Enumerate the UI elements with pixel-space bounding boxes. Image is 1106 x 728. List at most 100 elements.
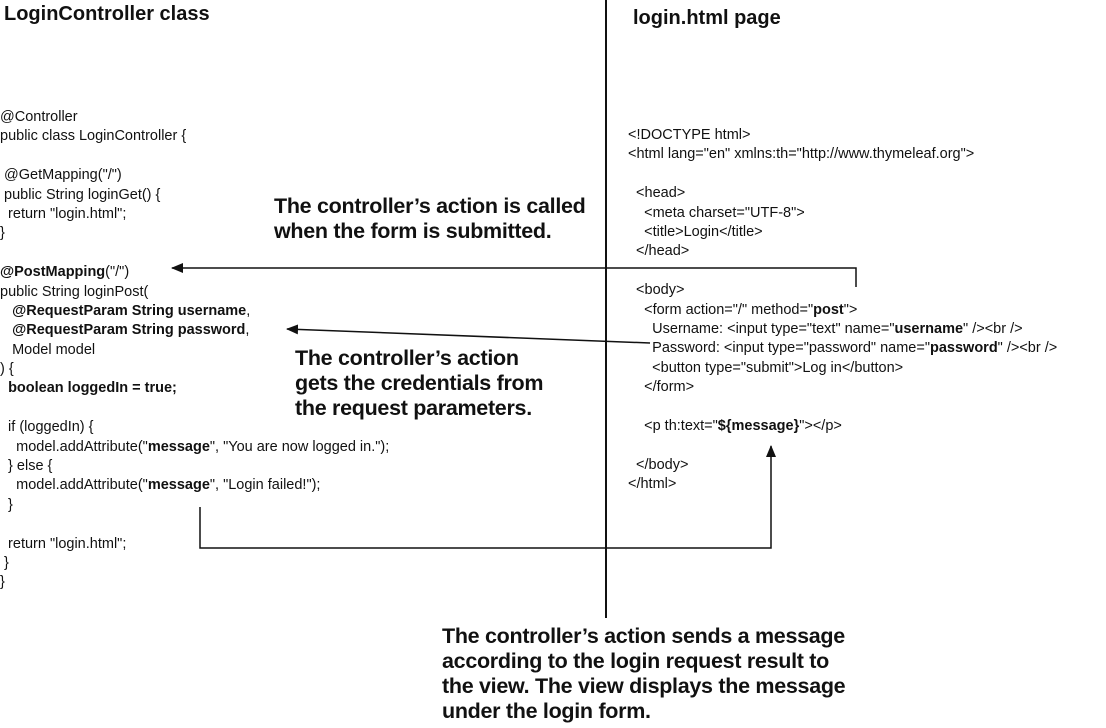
code-token: " /><br /> [997, 340, 1058, 357]
form-post-to-postmapping-arrow [171, 263, 857, 287]
callout-line: The controller’s action [295, 346, 519, 370]
code-token: <!DOCTYPE html> [628, 127, 751, 143]
code-line: } else { [0, 457, 389, 476]
code-token: <html lang="en" xmlns:th="http://www.thy… [628, 146, 975, 163]
code-token-bold: message [147, 438, 210, 455]
code-token: </head> [628, 243, 690, 260]
code-line: public class LoginController { [0, 127, 389, 146]
code-token: Password: <input type="password" name=" [628, 340, 930, 357]
code-line: public String loginGet() { [0, 186, 389, 205]
code-line: <meta charset="UTF-8"> [628, 204, 1057, 223]
code-token: Username: <input type="text" name=" [628, 320, 895, 337]
code-token: <title>Login</title> [628, 223, 763, 240]
code-token: Model model [0, 341, 96, 358]
callout-line: The controller’s action is called [274, 194, 586, 218]
code-token-bold: boolean loggedIn = true; [8, 380, 177, 397]
code-token: } [0, 496, 13, 513]
code-token: model.addAttribute(" [0, 477, 148, 494]
code-line: @RequestParam String password, [0, 321, 389, 340]
code-line: } [0, 554, 389, 573]
code-line: </body> [628, 456, 1057, 475]
code-line: <title>Login</title> [628, 223, 1057, 242]
code-token: " /><br /> [963, 320, 1023, 337]
code-line: <form action="/" method="post"> [628, 301, 1057, 320]
code-token: model.addAttribute(" [0, 438, 148, 455]
code-token: return "login.html"; [0, 535, 127, 552]
code-token: <body> [628, 282, 685, 299]
code-line: if (loggedIn) { [0, 418, 389, 437]
code-line: boolean loggedIn = true; [0, 379, 389, 398]
code-token-bold: @RequestParam String password [12, 322, 246, 339]
callout-line: gets the credentials from [295, 371, 544, 395]
code-line: } [0, 224, 389, 243]
code-token: } [0, 574, 5, 591]
message-attribute-to-template-arrow [199, 445, 776, 549]
code-token: <form action="/" method=" [628, 301, 814, 318]
code-token: ", "You are now logged in."); [209, 438, 390, 455]
code-token: } [0, 225, 5, 242]
code-line: @PostMapping("/") [0, 263, 389, 282]
code-token: ("/") [105, 264, 130, 281]
code-token: , [245, 322, 250, 339]
code-token-bold: @RequestParam String username [12, 302, 247, 319]
code-token-bold: post [813, 301, 844, 318]
code-line: public String loginPost( [0, 283, 389, 302]
password-input-to-requestparam-arrow [286, 324, 651, 344]
html-page-heading: login.html page [633, 7, 781, 29]
code-line: } [0, 496, 389, 515]
code-line: @Controller [0, 108, 389, 127]
code-line: model.addAttribute("message", "You are n… [0, 438, 389, 457]
code-token: <meta charset="UTF-8"> [628, 204, 805, 221]
code-token: return "login.html"; [0, 205, 127, 222]
callout-line: the view. The view displays the message [442, 674, 846, 698]
code-token: if (loggedIn) { [0, 419, 94, 436]
column-divider [605, 0, 607, 618]
callout-line: the request parameters. [295, 396, 532, 420]
code-line: </html> [628, 475, 1057, 494]
code-token: <head> [628, 185, 686, 202]
code-token: } [0, 554, 9, 571]
code-token: @GetMapping("/") [0, 167, 122, 184]
callout-line: according to the login request result to [442, 649, 829, 673]
code-token: "></p> [799, 417, 842, 434]
code-line: <!DOCTYPE html> [628, 126, 1057, 145]
code-token: "> [843, 301, 858, 318]
code-token: public class LoginController { [0, 128, 187, 145]
code-line: @GetMapping("/") [0, 166, 389, 185]
code-line: <html lang="en" xmlns:th="http://www.thy… [628, 145, 1057, 164]
code-line: Password: <input type="password" name="p… [628, 339, 1057, 358]
code-line: <p th:text="${message}"></p> [628, 417, 1057, 436]
code-token: ", "Login failed!"); [209, 477, 321, 494]
code-token: public String loginGet() { [0, 186, 161, 203]
code-line: </form> [628, 378, 1057, 397]
code-line: return "login.html"; [0, 205, 389, 224]
code-token: </body> [628, 456, 689, 473]
code-line: Username: <input type="text" name="usern… [628, 320, 1057, 339]
callout-line: The controller’s action sends a message [442, 624, 845, 648]
code-token: <p th:text=" [628, 417, 718, 434]
code-line: model.addAttribute("message", "Login fai… [0, 476, 389, 495]
html-code-block: <!DOCTYPE html> <html lang="en" xmlns:th=… [628, 126, 1057, 494]
code-token: <button type="submit">Log in</button> [628, 359, 904, 376]
callout-line: when the form is submitted. [274, 219, 552, 243]
code-line: @RequestParam String username, [0, 302, 389, 321]
code-line: </head> [628, 242, 1057, 261]
code-token-bold: username [894, 320, 964, 337]
code-line: <button type="submit">Log in</button> [628, 359, 1057, 378]
code-line: <body> [628, 281, 1057, 300]
code-token: ) { [0, 361, 14, 378]
code-token-bold: password [929, 340, 998, 357]
controller-heading: LoginController class [4, 3, 210, 25]
code-token: } else { [0, 458, 53, 475]
code-line: Model model [0, 341, 389, 360]
code-line: ) { [0, 360, 389, 379]
code-token: public String loginPost( [0, 283, 149, 300]
code-token-bold: message [147, 477, 210, 494]
code-token-bold: @PostMapping [0, 264, 106, 281]
code-line: <head> [628, 184, 1057, 203]
